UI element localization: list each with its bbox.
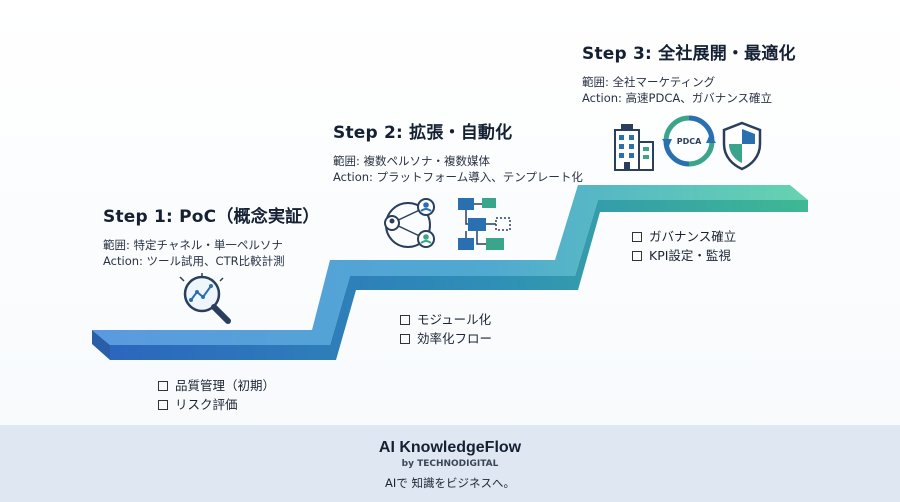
- step-2-action: Action: プラットフォーム導入、テンプレート化: [333, 170, 583, 184]
- shield-icon: [722, 121, 762, 171]
- checkbox[interactable]: [632, 250, 642, 261]
- step-3-action: Action: 高速PDCA、ガバナンス確立: [582, 91, 773, 105]
- network-people-icon: [384, 198, 435, 248]
- brand-tagline: AIで 知識をビジネスへ。: [385, 476, 515, 490]
- step-1-title: Step 1: PoC（概念実証）: [103, 207, 320, 227]
- checklist-item[interactable]: モジュール化: [400, 310, 492, 329]
- step-2-checklist: モジュール化 効率化フロー: [400, 310, 492, 348]
- pdca-label: PDCA: [677, 137, 702, 146]
- checkbox[interactable]: [158, 380, 168, 391]
- checkbox[interactable]: [400, 314, 410, 325]
- magnifier-chart-icon: [179, 273, 231, 324]
- brand-byline: by TECHNODIGITAL: [401, 459, 499, 469]
- footer-bar: AI KnowledgeFlow by TECHNODIGITAL AIで 知識…: [0, 425, 900, 502]
- step-2: Step 2: 拡張・自動化 範囲: 複数ペルソナ・複数媒体 Action: プ…: [333, 118, 583, 185]
- flowchart-icon: [458, 198, 511, 250]
- step-3-title: Step 3: 全社展開・最適化: [582, 44, 796, 64]
- roadmap-stage: Step 1: PoC（概念実証） 範囲: 特定チャネル・単一ペルソナ Acti…: [92, 39, 808, 414]
- step-3-scope: 範囲: 全社マーケティング: [582, 75, 716, 89]
- step-3-checklist: ガバナンス確立 KPI設定・監視: [632, 227, 736, 265]
- checklist-item[interactable]: 品質管理（初期）: [158, 376, 275, 395]
- checkbox[interactable]: [158, 399, 168, 410]
- step-2-scope: 範囲: 複数ペルソナ・複数媒体: [333, 154, 491, 168]
- checkbox[interactable]: [400, 333, 410, 344]
- stair-top-face: [92, 185, 808, 345]
- checklist-item[interactable]: KPI設定・監視: [632, 246, 736, 265]
- step-1-scope: 範囲: 特定チャネル・単一ペルソナ: [103, 238, 283, 252]
- pdca-cycle-icon: PDCA: [662, 115, 716, 167]
- step-1-checklist: 品質管理（初期） リスク評価: [158, 376, 275, 414]
- checkbox[interactable]: [632, 231, 642, 242]
- step-1: Step 1: PoC（概念実証） 範囲: 特定チャネル・単一ペルソナ Acti…: [103, 202, 320, 269]
- step-1-action: Action: ツール試用、CTR比較計測: [103, 254, 285, 268]
- step-3: Step 3: 全社展開・最適化 範囲: 全社マーケティング Action: 高…: [582, 39, 796, 106]
- step-2-title: Step 2: 拡張・自動化: [333, 123, 513, 143]
- checklist-item[interactable]: リスク評価: [158, 395, 275, 414]
- stair-left-cap: [92, 330, 110, 360]
- staircase-ribbon: [92, 185, 808, 360]
- brand-name: AI KnowledgeFlow: [378, 439, 522, 456]
- checklist-item[interactable]: ガバナンス確立: [632, 227, 736, 246]
- building-icon: [614, 124, 654, 171]
- checklist-item[interactable]: 効率化フロー: [400, 329, 492, 348]
- stair-front-face: [110, 200, 808, 360]
